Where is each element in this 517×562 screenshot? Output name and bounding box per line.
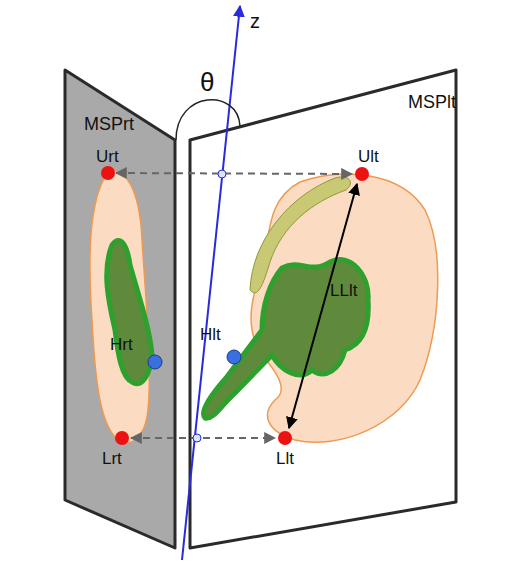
axis-point xyxy=(193,434,201,442)
angle-arc xyxy=(176,100,240,140)
axis-point xyxy=(218,170,226,178)
pole-point xyxy=(278,431,292,445)
length-label: LLlt xyxy=(330,282,357,301)
plane-label: MSPrt xyxy=(84,114,134,135)
projection-arrow xyxy=(131,437,275,439)
left-hilum-region xyxy=(203,260,368,419)
hilum-label: Hrt xyxy=(110,336,133,355)
right-hilum-region xyxy=(107,241,152,384)
hilum-point xyxy=(227,350,241,364)
pole-label: Urt xyxy=(96,148,119,167)
pole-label: Lrt xyxy=(102,450,122,469)
pole-point xyxy=(355,167,369,181)
plane-label: MSPlt xyxy=(408,92,456,113)
hilum-point xyxy=(148,355,162,369)
pole-label: Llt xyxy=(276,450,294,469)
pole-label: Ult xyxy=(358,148,379,167)
pole-point xyxy=(101,166,115,180)
projection-arrow xyxy=(116,173,352,174)
z-axis xyxy=(182,6,240,560)
angle-label: θ xyxy=(200,68,214,97)
axis-label: z xyxy=(250,10,260,32)
hilum-label: Hlt xyxy=(200,326,221,345)
pole-point xyxy=(115,431,129,445)
length-arrow xyxy=(289,184,357,428)
